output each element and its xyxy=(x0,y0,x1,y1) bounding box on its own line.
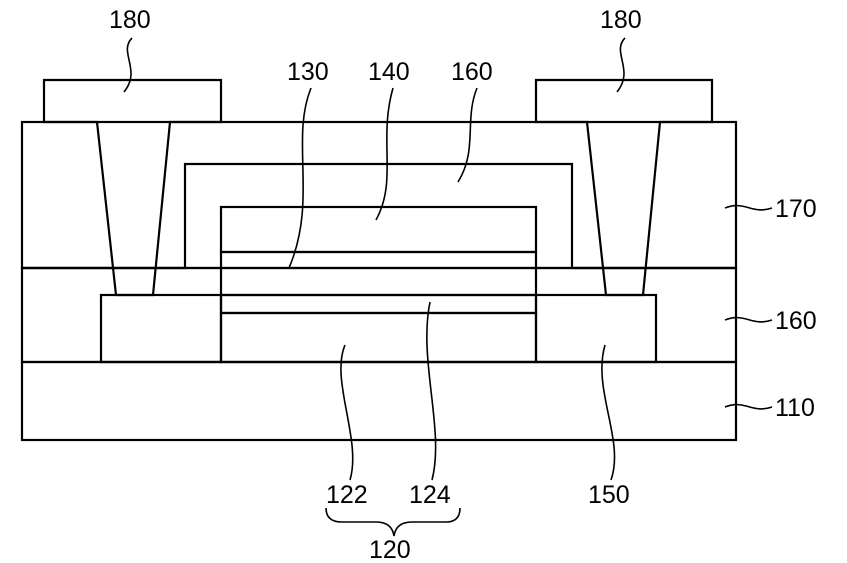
label-170: 170 xyxy=(775,195,817,223)
leader-150 xyxy=(601,344,616,481)
label-110: 110 xyxy=(775,394,815,422)
brace-120 xyxy=(325,507,461,537)
label-140: 140 xyxy=(368,58,410,86)
contact-180-right xyxy=(534,78,714,297)
label-160-top: 160 xyxy=(451,58,493,86)
label-124: 124 xyxy=(409,481,451,509)
layer-160-cover xyxy=(22,162,736,270)
label-122: 122 xyxy=(326,481,368,509)
electrode-150-right xyxy=(534,293,658,364)
leader-122 xyxy=(340,344,354,481)
label-180-left: 180 xyxy=(109,6,151,34)
substrate-110 xyxy=(20,360,738,442)
layer-122 xyxy=(219,311,538,364)
leader-160-right xyxy=(724,316,773,323)
leader-130 xyxy=(288,87,312,269)
leader-180-left xyxy=(123,37,133,93)
leader-160-top xyxy=(457,87,478,183)
layer-160-lower xyxy=(20,266,738,364)
label-120: 120 xyxy=(369,536,411,563)
layer-130 xyxy=(219,250,538,297)
contact-180-left xyxy=(42,78,223,297)
leader-140 xyxy=(375,87,394,221)
label-160-right: 160 xyxy=(775,307,817,335)
leader-180-right xyxy=(616,37,626,93)
leader-124 xyxy=(426,301,437,481)
electrode-150-left xyxy=(99,293,223,364)
layer-124 xyxy=(219,293,538,315)
layer-140 xyxy=(219,205,538,254)
label-150: 150 xyxy=(588,481,630,509)
label-180-right: 180 xyxy=(600,6,642,34)
label-130: 130 xyxy=(287,58,329,86)
leader-170 xyxy=(724,204,773,211)
layer-170 xyxy=(20,120,738,270)
leader-110 xyxy=(724,403,773,410)
